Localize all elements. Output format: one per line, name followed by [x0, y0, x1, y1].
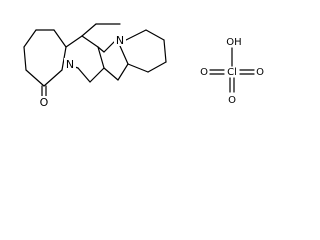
structure-diagram: N N O OH O Cl O O [23, 23, 264, 109]
oxygen-atom-label: O [228, 95, 236, 106]
bond [147, 61, 167, 73]
bond [89, 67, 105, 83]
bond [119, 45, 129, 65]
chlorine-atom-label: Cl [227, 67, 237, 78]
bond [117, 63, 129, 81]
bond [125, 29, 147, 41]
bond [97, 46, 105, 69]
bond [43, 69, 63, 87]
label-mask [114, 34, 126, 46]
bond [127, 63, 149, 73]
bond [77, 67, 91, 83]
label-mask [64, 58, 76, 70]
bond [103, 67, 119, 81]
nitrogen-atom-label: N [116, 34, 124, 47]
bond [163, 39, 167, 63]
bond [53, 29, 67, 48]
label-mask [38, 96, 50, 109]
bond [65, 35, 83, 48]
oxygen-atom-label: O [200, 67, 208, 78]
bond [145, 29, 165, 41]
main-skeleton [23, 23, 167, 97]
oxygen-atom-label: O [40, 96, 49, 109]
perchlorate-group [209, 47, 255, 93]
bond [25, 69, 45, 87]
bond [81, 35, 99, 48]
bond [81, 23, 97, 37]
bond [23, 29, 37, 48]
bond [97, 46, 105, 53]
nitrogen-atom-label: N [66, 58, 74, 71]
bond [23, 46, 27, 71]
hydroxyl-label: OH [226, 37, 241, 48]
oxygen-atom-label: O [256, 67, 264, 78]
